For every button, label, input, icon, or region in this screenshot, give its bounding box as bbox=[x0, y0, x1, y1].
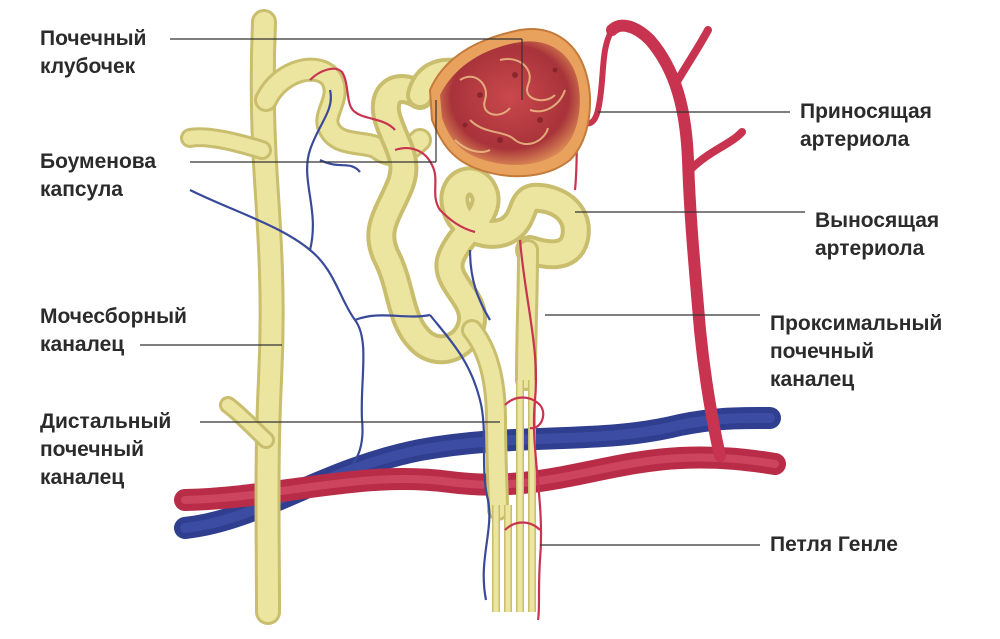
label-loop-of-henle-line1: Петля Генле bbox=[770, 533, 898, 556]
leader-lines bbox=[140, 38, 805, 546]
label-bowman-capsule-line2: капсула bbox=[40, 178, 123, 201]
label-distal-tubule-line3: каналец bbox=[40, 466, 125, 489]
label-proximal-tubule-line3: каналец bbox=[770, 368, 855, 391]
label-bowman-capsule-line1: Боуменова bbox=[40, 150, 157, 173]
label-glomerulus-line2: клубочек bbox=[40, 55, 136, 78]
label-proximal-tubule-line1: Проксимальный bbox=[770, 312, 943, 335]
label-efferent-arteriole-line1: Выносящая bbox=[815, 209, 940, 232]
label-afferent-arteriole: Приносящая артериола bbox=[800, 98, 932, 154]
label-afferent-arteriole-line1: Приносящая bbox=[800, 100, 932, 123]
distal-straight-tubule bbox=[461, 319, 509, 521]
label-glomerulus-line1: Почечный bbox=[40, 27, 147, 50]
label-afferent-arteriole-line2: артериола bbox=[800, 128, 910, 151]
label-efferent-arteriole-line2: артериола bbox=[815, 237, 925, 260]
label-efferent-arteriole: Выносящая артериола bbox=[815, 207, 939, 263]
label-bowman-capsule: Боуменова капсула bbox=[40, 148, 156, 204]
label-collecting-duct-line2: каналец bbox=[40, 333, 125, 356]
peritubular-veins bbox=[189, 89, 491, 601]
label-distal-tubule-line1: Дистальный bbox=[40, 410, 172, 433]
label-loop-of-henle: Петля Генле bbox=[770, 531, 898, 559]
label-glomerulus: Почечный клубочек bbox=[40, 25, 146, 81]
label-collecting-duct-line1: Мочесборный bbox=[40, 305, 187, 328]
label-distal-tubule-line2: почечный bbox=[40, 438, 145, 461]
loop-of-henle bbox=[492, 239, 539, 612]
label-proximal-tubule-line2: почечный bbox=[770, 340, 875, 363]
label-collecting-duct: Мочесборный каналец bbox=[40, 303, 187, 359]
label-proximal-tubule: Проксимальный почечный каналец bbox=[770, 310, 942, 394]
glomerulus bbox=[428, 28, 591, 178]
label-distal-tubule: Дистальный почечный каналец bbox=[40, 408, 171, 492]
